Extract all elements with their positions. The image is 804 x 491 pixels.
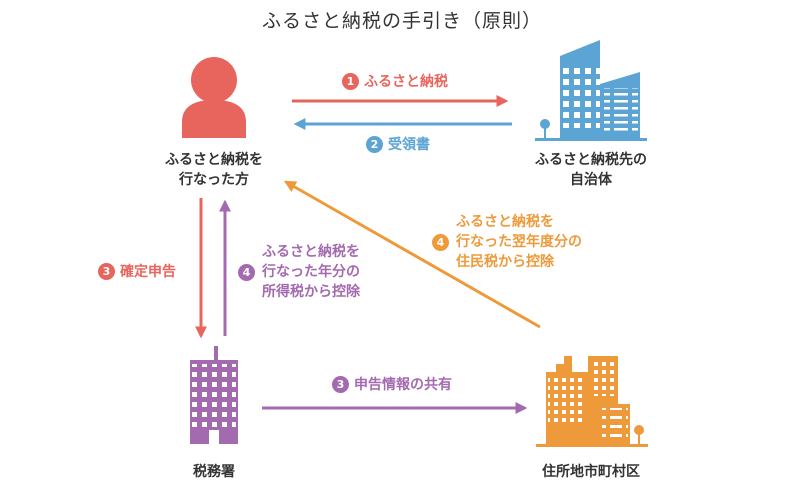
page-title: ふるさと納税の手引き（原則） [261, 10, 542, 32]
taxpayer-label: ふるさと納税を 行なった方 [165, 152, 263, 188]
arrow-resident-tax-deduction [283, 180, 541, 329]
step-number-badge: 3 [332, 376, 349, 393]
donation-municipality-label: ふるさと納税先の 自治体 [535, 152, 647, 188]
step-number-badge: 1 [342, 73, 359, 90]
step-number-badge: 3 [98, 263, 115, 280]
residence-municipality-label: 住所地市町村区 [542, 464, 640, 480]
person-icon [182, 57, 246, 138]
tax-office-label: 税務署 [193, 464, 235, 480]
step4-income-label: 4 ふるさと納税を 行なった年分の 所得税から控除 [238, 242, 360, 302]
blue-buildings-icon [535, 40, 647, 141]
purple-building-icon [190, 346, 238, 444]
step-number-badge: 4 [238, 264, 255, 281]
step4-resident-label: 4 ふるさと納税を 行なった翌年度分の 住民税から控除 [432, 212, 582, 272]
orange-buildings-icon [536, 356, 648, 447]
step-number-badge: 2 [366, 136, 383, 153]
step-number-badge: 4 [432, 234, 449, 251]
